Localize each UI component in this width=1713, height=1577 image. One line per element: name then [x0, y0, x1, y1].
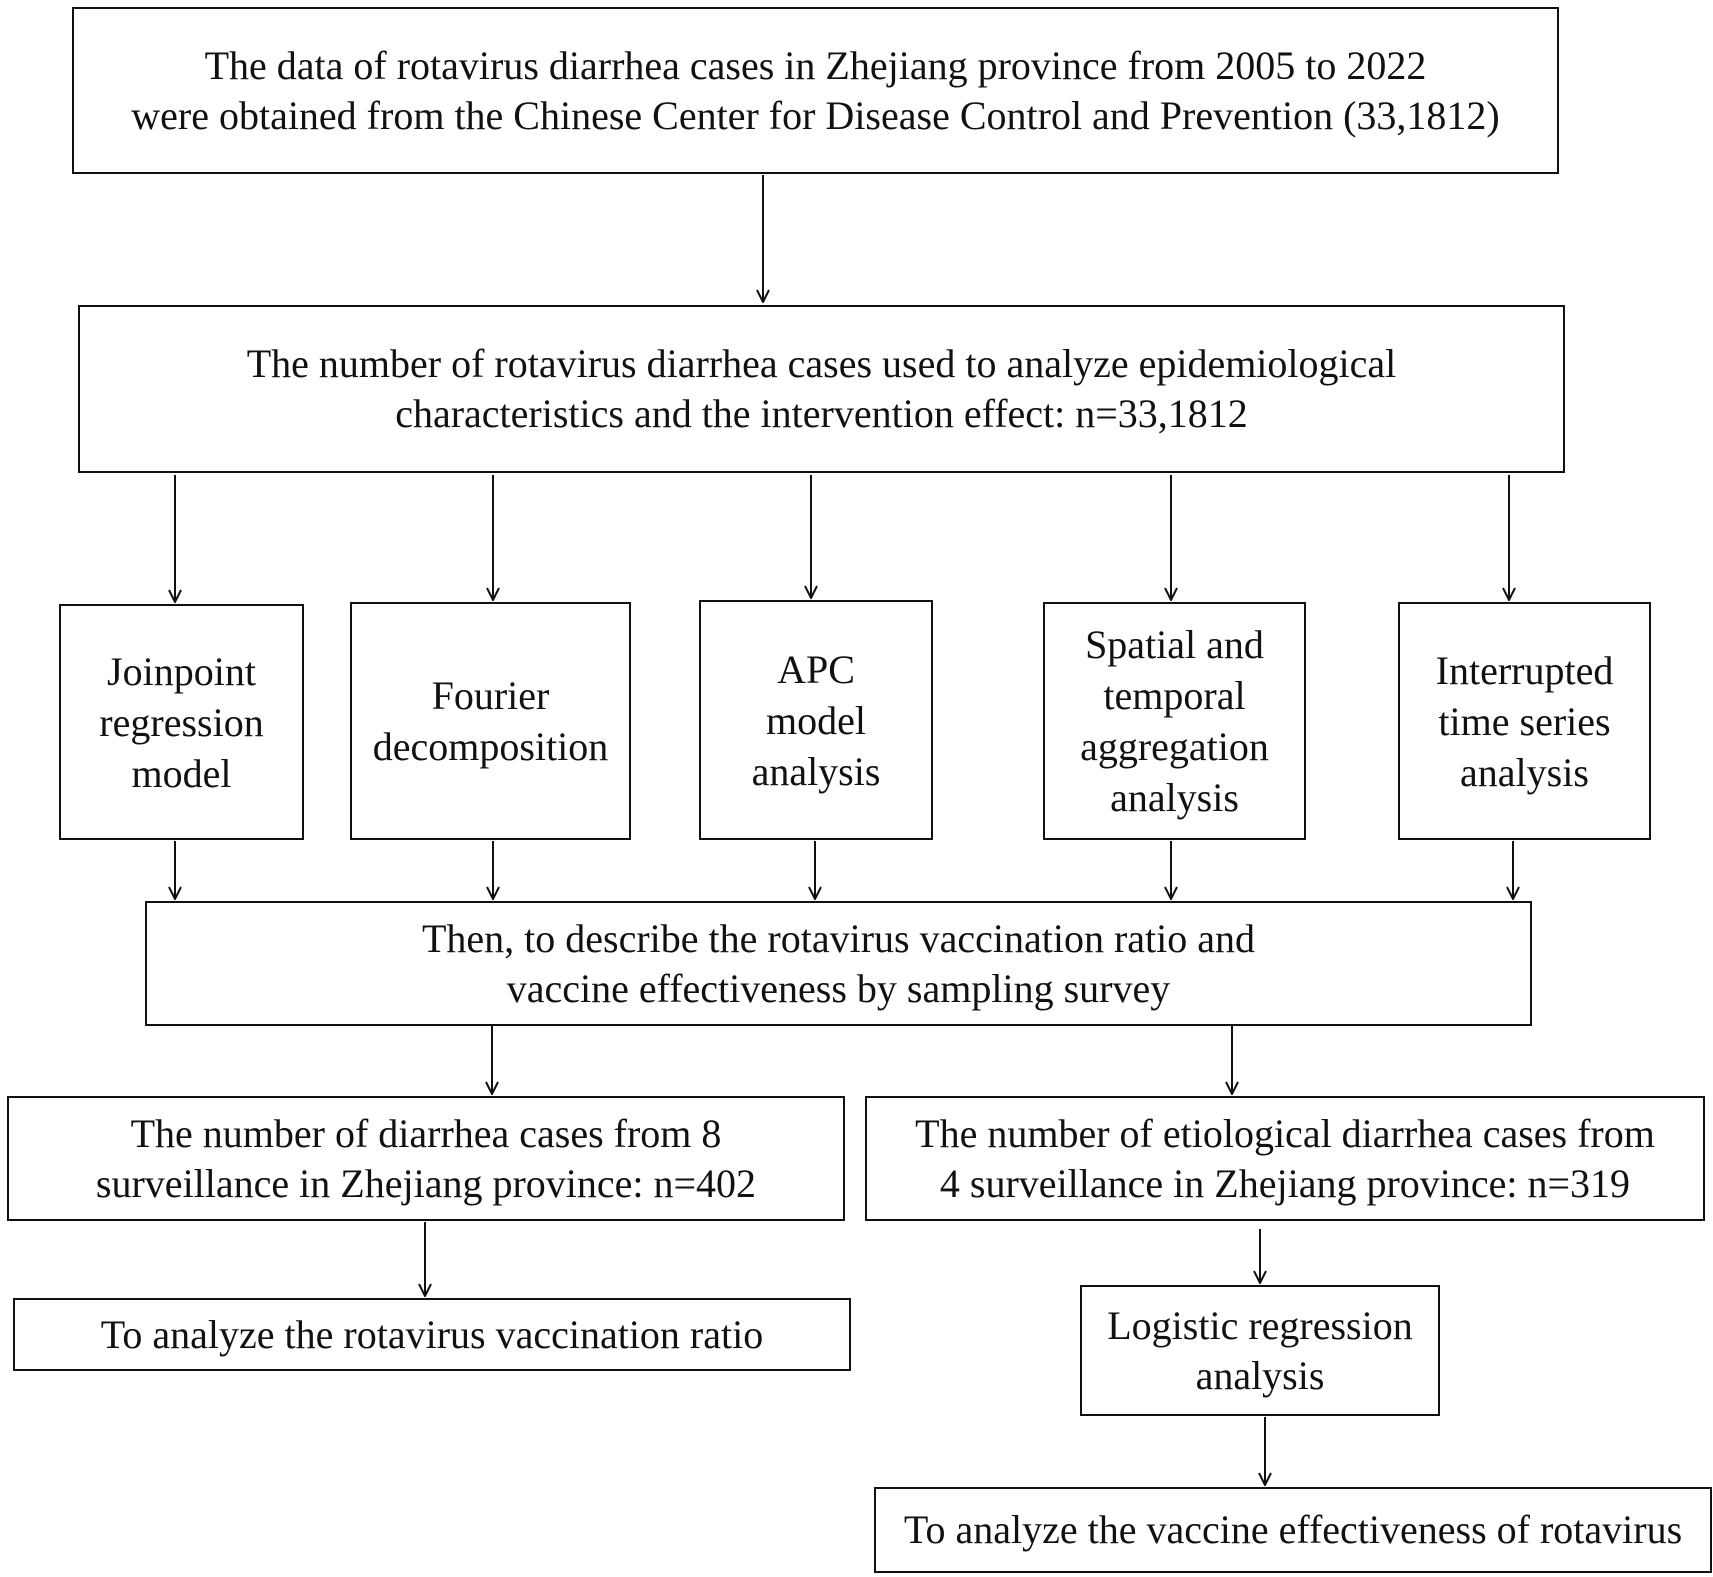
diarrhea-cases-8-box: The number of diarrhea cases from 8 surv…	[7, 1096, 845, 1221]
logistic-regression-box: Logistic regression analysis	[1080, 1285, 1440, 1416]
spatial-temporal-box: Spatial and temporal aggregation analysi…	[1043, 602, 1306, 840]
sampling-survey-box: Then, to describe the rotavirus vaccinat…	[145, 901, 1532, 1026]
apc-model-box: APC model analysis	[699, 600, 933, 840]
vaccine-effectiveness-box: To analyze the vaccine effectiveness of …	[874, 1487, 1712, 1573]
total-cases-box: The number of rotavirus diarrhea cases u…	[78, 305, 1565, 473]
source-data-box: The data of rotavirus diarrhea cases in …	[72, 7, 1559, 174]
etiological-cases-4-box: The number of etiological diarrhea cases…	[865, 1096, 1705, 1221]
interrupted-time-series-box: Interrupted time series analysis	[1398, 602, 1651, 840]
joinpoint-regression-box: Joinpoint regression model	[59, 604, 304, 840]
fourier-decomposition-box: Fourier decomposition	[350, 602, 631, 840]
vaccination-ratio-box: To analyze the rotavirus vaccination rat…	[13, 1298, 851, 1371]
